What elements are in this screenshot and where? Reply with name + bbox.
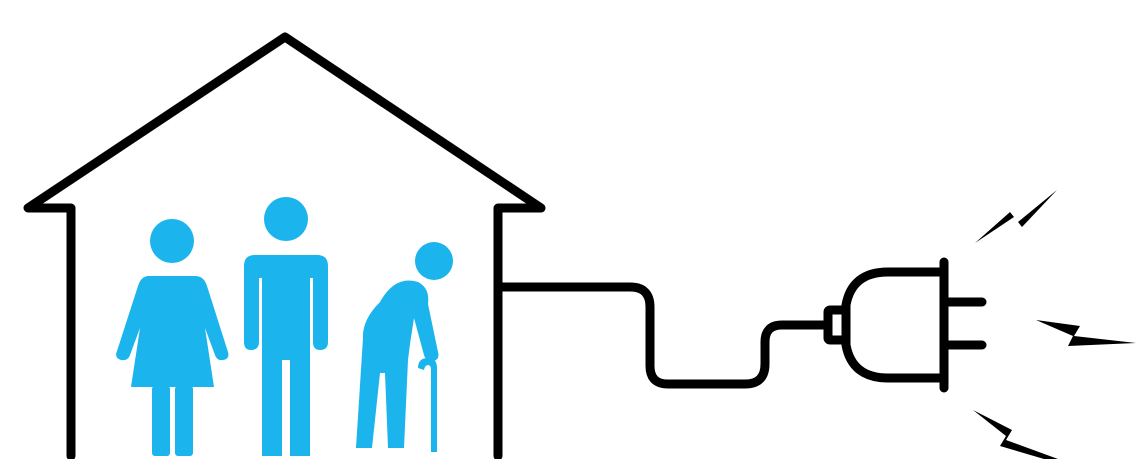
woman-icon [116, 219, 228, 456]
house-icon [28, 37, 541, 456]
plug-icon [828, 262, 982, 388]
spark-icon [973, 190, 1136, 459]
cord-icon [498, 287, 828, 384]
elderly-person-icon [356, 242, 453, 452]
man-icon [244, 197, 328, 456]
